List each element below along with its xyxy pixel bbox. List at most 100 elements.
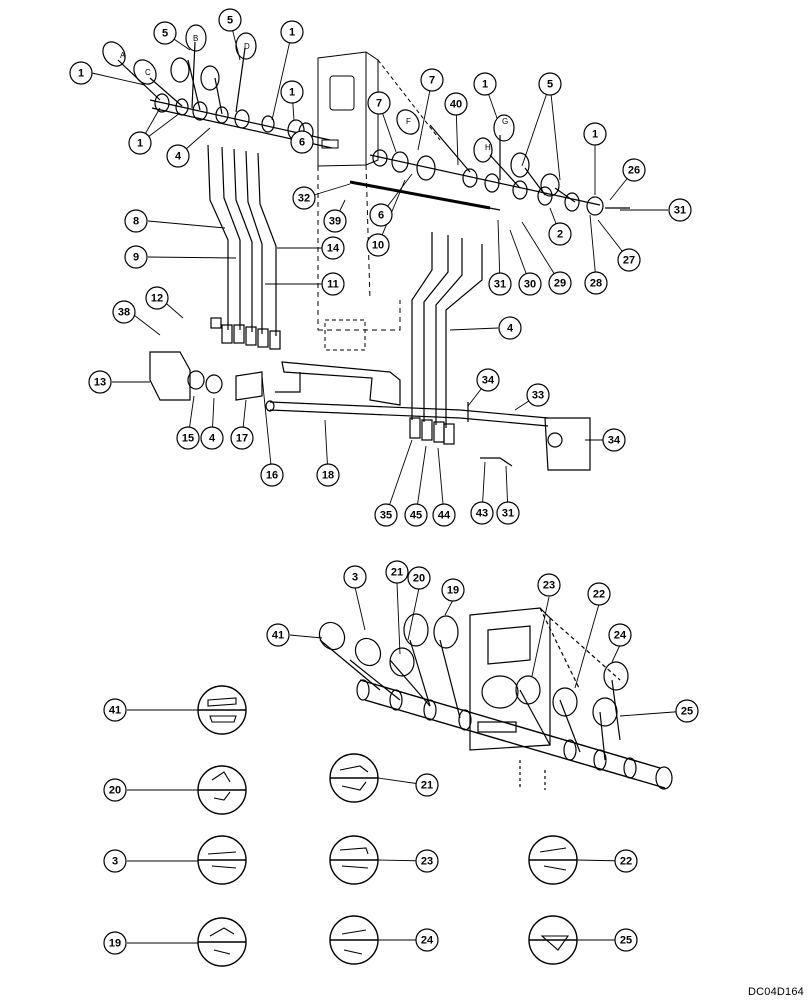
callout-circle	[476, 368, 500, 392]
callout-18: 18	[316, 463, 340, 487]
callout-1: 1	[280, 20, 304, 44]
callout-5: 5	[218, 8, 242, 32]
knob-letter-d: D	[244, 42, 250, 51]
callout-1: 1	[280, 80, 304, 104]
drawing-code: DC04D164	[747, 986, 804, 998]
callout-7: 7	[420, 68, 444, 92]
callout-number: 4	[209, 433, 216, 445]
callout-9: 9	[124, 245, 148, 269]
callout-circle	[266, 623, 290, 647]
callout-35: 35	[374, 503, 398, 527]
callout-circle	[622, 158, 646, 182]
callout-number: 14	[327, 243, 340, 255]
callout-number: 21	[391, 567, 403, 579]
callout-number: 20	[109, 785, 121, 797]
callout-circle	[385, 560, 409, 584]
knob-letter-a: A	[120, 51, 126, 60]
callout-20: 20	[103, 778, 127, 802]
callout-14: 14	[321, 236, 345, 260]
callout-1: 1	[473, 72, 497, 96]
right-levers	[396, 109, 576, 203]
callout-19: 19	[103, 931, 127, 955]
callout-circle	[280, 20, 304, 44]
callout-circle	[280, 80, 304, 104]
callout-41: 41	[266, 623, 290, 647]
callout-41: 41	[103, 698, 127, 722]
callout-number: 15	[182, 433, 194, 445]
callout-number: 31	[494, 279, 506, 291]
callout-circle	[602, 428, 626, 452]
callout-number: 5	[162, 28, 168, 40]
knob-letter-g: G	[502, 117, 508, 126]
callout-circle	[292, 186, 316, 210]
callout-number: 1	[78, 68, 84, 80]
callout-circle	[675, 699, 699, 723]
callout-6: 6	[290, 130, 314, 154]
callout-number: 23	[543, 580, 555, 592]
callout-circle	[404, 503, 428, 527]
callout-number: 5	[227, 15, 233, 27]
callout-circle	[415, 849, 439, 873]
decal-pictograms	[207, 697, 570, 955]
callout-circle	[498, 316, 522, 340]
callout-number: 22	[593, 589, 605, 601]
callout-number: 17	[236, 433, 248, 445]
callout-circle	[488, 272, 512, 296]
callout-31: 31	[488, 272, 512, 296]
left-bushing-row	[149, 93, 333, 149]
callout-circle	[407, 566, 431, 590]
callout-circle	[415, 773, 439, 797]
callout-number: 8	[133, 216, 139, 228]
callout-number: 34	[608, 435, 621, 447]
callout-number: 25	[620, 935, 632, 947]
callout-circle	[218, 8, 242, 32]
callout-11: 11	[321, 272, 345, 296]
callout-39: 39	[323, 209, 347, 233]
callout-2: 2	[548, 222, 572, 246]
callout-number: 39	[329, 216, 341, 228]
callout-number: 16	[266, 470, 278, 482]
right-link-rods	[409, 232, 483, 445]
callout-circle	[290, 130, 314, 154]
callout-16: 16	[260, 463, 284, 487]
callout-number: 21	[421, 780, 433, 792]
callout-number: 6	[378, 210, 384, 222]
callout-circle	[321, 236, 345, 260]
callout-circle	[260, 463, 284, 487]
callout-circle	[128, 131, 152, 155]
callout-number: 31	[674, 205, 686, 217]
callout-10: 10	[366, 233, 390, 257]
callout-24: 24	[415, 928, 439, 952]
right-bushing-row	[349, 149, 630, 216]
callout-circle	[112, 300, 136, 324]
callout-20: 20	[407, 566, 431, 590]
callout-27: 27	[617, 248, 641, 272]
callout-30: 30	[518, 272, 542, 296]
callout-circle	[538, 72, 562, 96]
callout-4: 4	[166, 144, 190, 168]
callout-32: 32	[292, 186, 316, 210]
knob-letter-c: C	[145, 68, 151, 77]
callout-13: 13	[88, 370, 112, 394]
callout-number: 4	[175, 151, 182, 163]
callout-circle	[369, 203, 393, 227]
callout-12: 12	[145, 286, 169, 310]
callout-circle	[230, 426, 254, 450]
callout-circle	[321, 272, 345, 296]
callout-circle	[145, 286, 169, 310]
knob-letters-top: A B C D F G H	[120, 34, 508, 152]
callout-circle	[470, 501, 494, 525]
callout-number: 2	[557, 229, 563, 241]
callout-number: 7	[376, 98, 382, 110]
callout-40: 40	[444, 92, 468, 116]
callout-22: 22	[614, 849, 638, 873]
callout-43: 43	[470, 501, 494, 525]
callout-number: 31	[502, 508, 514, 520]
callout-17: 17	[230, 426, 254, 450]
callout-circle	[176, 426, 200, 450]
callout-number: 13	[94, 377, 106, 389]
callout-6: 6	[369, 203, 393, 227]
decal-symbols	[197, 685, 578, 967]
